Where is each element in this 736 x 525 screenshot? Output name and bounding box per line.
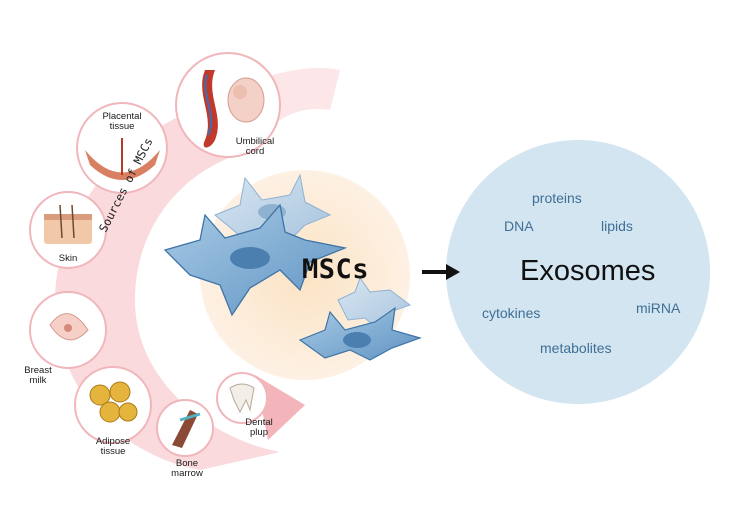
- exosome-circle: [446, 140, 710, 404]
- source-label-umbilical-cord: Umbilical cord: [235, 136, 275, 157]
- source-label-adipose-tissue: Adipose tissue: [95, 436, 131, 457]
- msc-cell-small: [298, 306, 422, 361]
- source-label-breast-milk: Breast milk: [24, 365, 52, 386]
- cargo-cytokines: cytokines: [482, 305, 541, 321]
- arrow-icon: [422, 264, 460, 280]
- msc-cell-small-back: [337, 276, 412, 331]
- dental-plup-icon: [216, 372, 268, 424]
- exosomes-title: Exosomes: [520, 255, 656, 287]
- source-label-dental-plup: Dental plup: [245, 417, 273, 438]
- source-label-skin: Skin: [58, 253, 78, 264]
- cargo-proteins: proteins: [532, 190, 582, 206]
- adipose-tissue-icon: [74, 366, 152, 444]
- source-label-bone-marrow: Bone marrow: [171, 458, 203, 479]
- umbilical-cord-icon: [175, 52, 281, 158]
- breast-milk-icon: [29, 291, 107, 369]
- cargo-dna: DNA: [504, 218, 534, 234]
- skin-icon: [29, 191, 107, 269]
- cargo-mirna: miRNA: [636, 300, 681, 316]
- ring-arrow-head: [255, 375, 305, 440]
- placental-tissue-icon: [76, 102, 168, 194]
- source-label-placental-tissue: Placental tissue: [102, 111, 142, 132]
- msc-label: MSCs: [302, 254, 370, 285]
- cargo-metabolites: metabolites: [540, 340, 612, 356]
- bone-marrow-icon: [156, 399, 214, 457]
- msc-cell-main: [163, 203, 348, 317]
- cargo-lipids: lipids: [601, 218, 633, 234]
